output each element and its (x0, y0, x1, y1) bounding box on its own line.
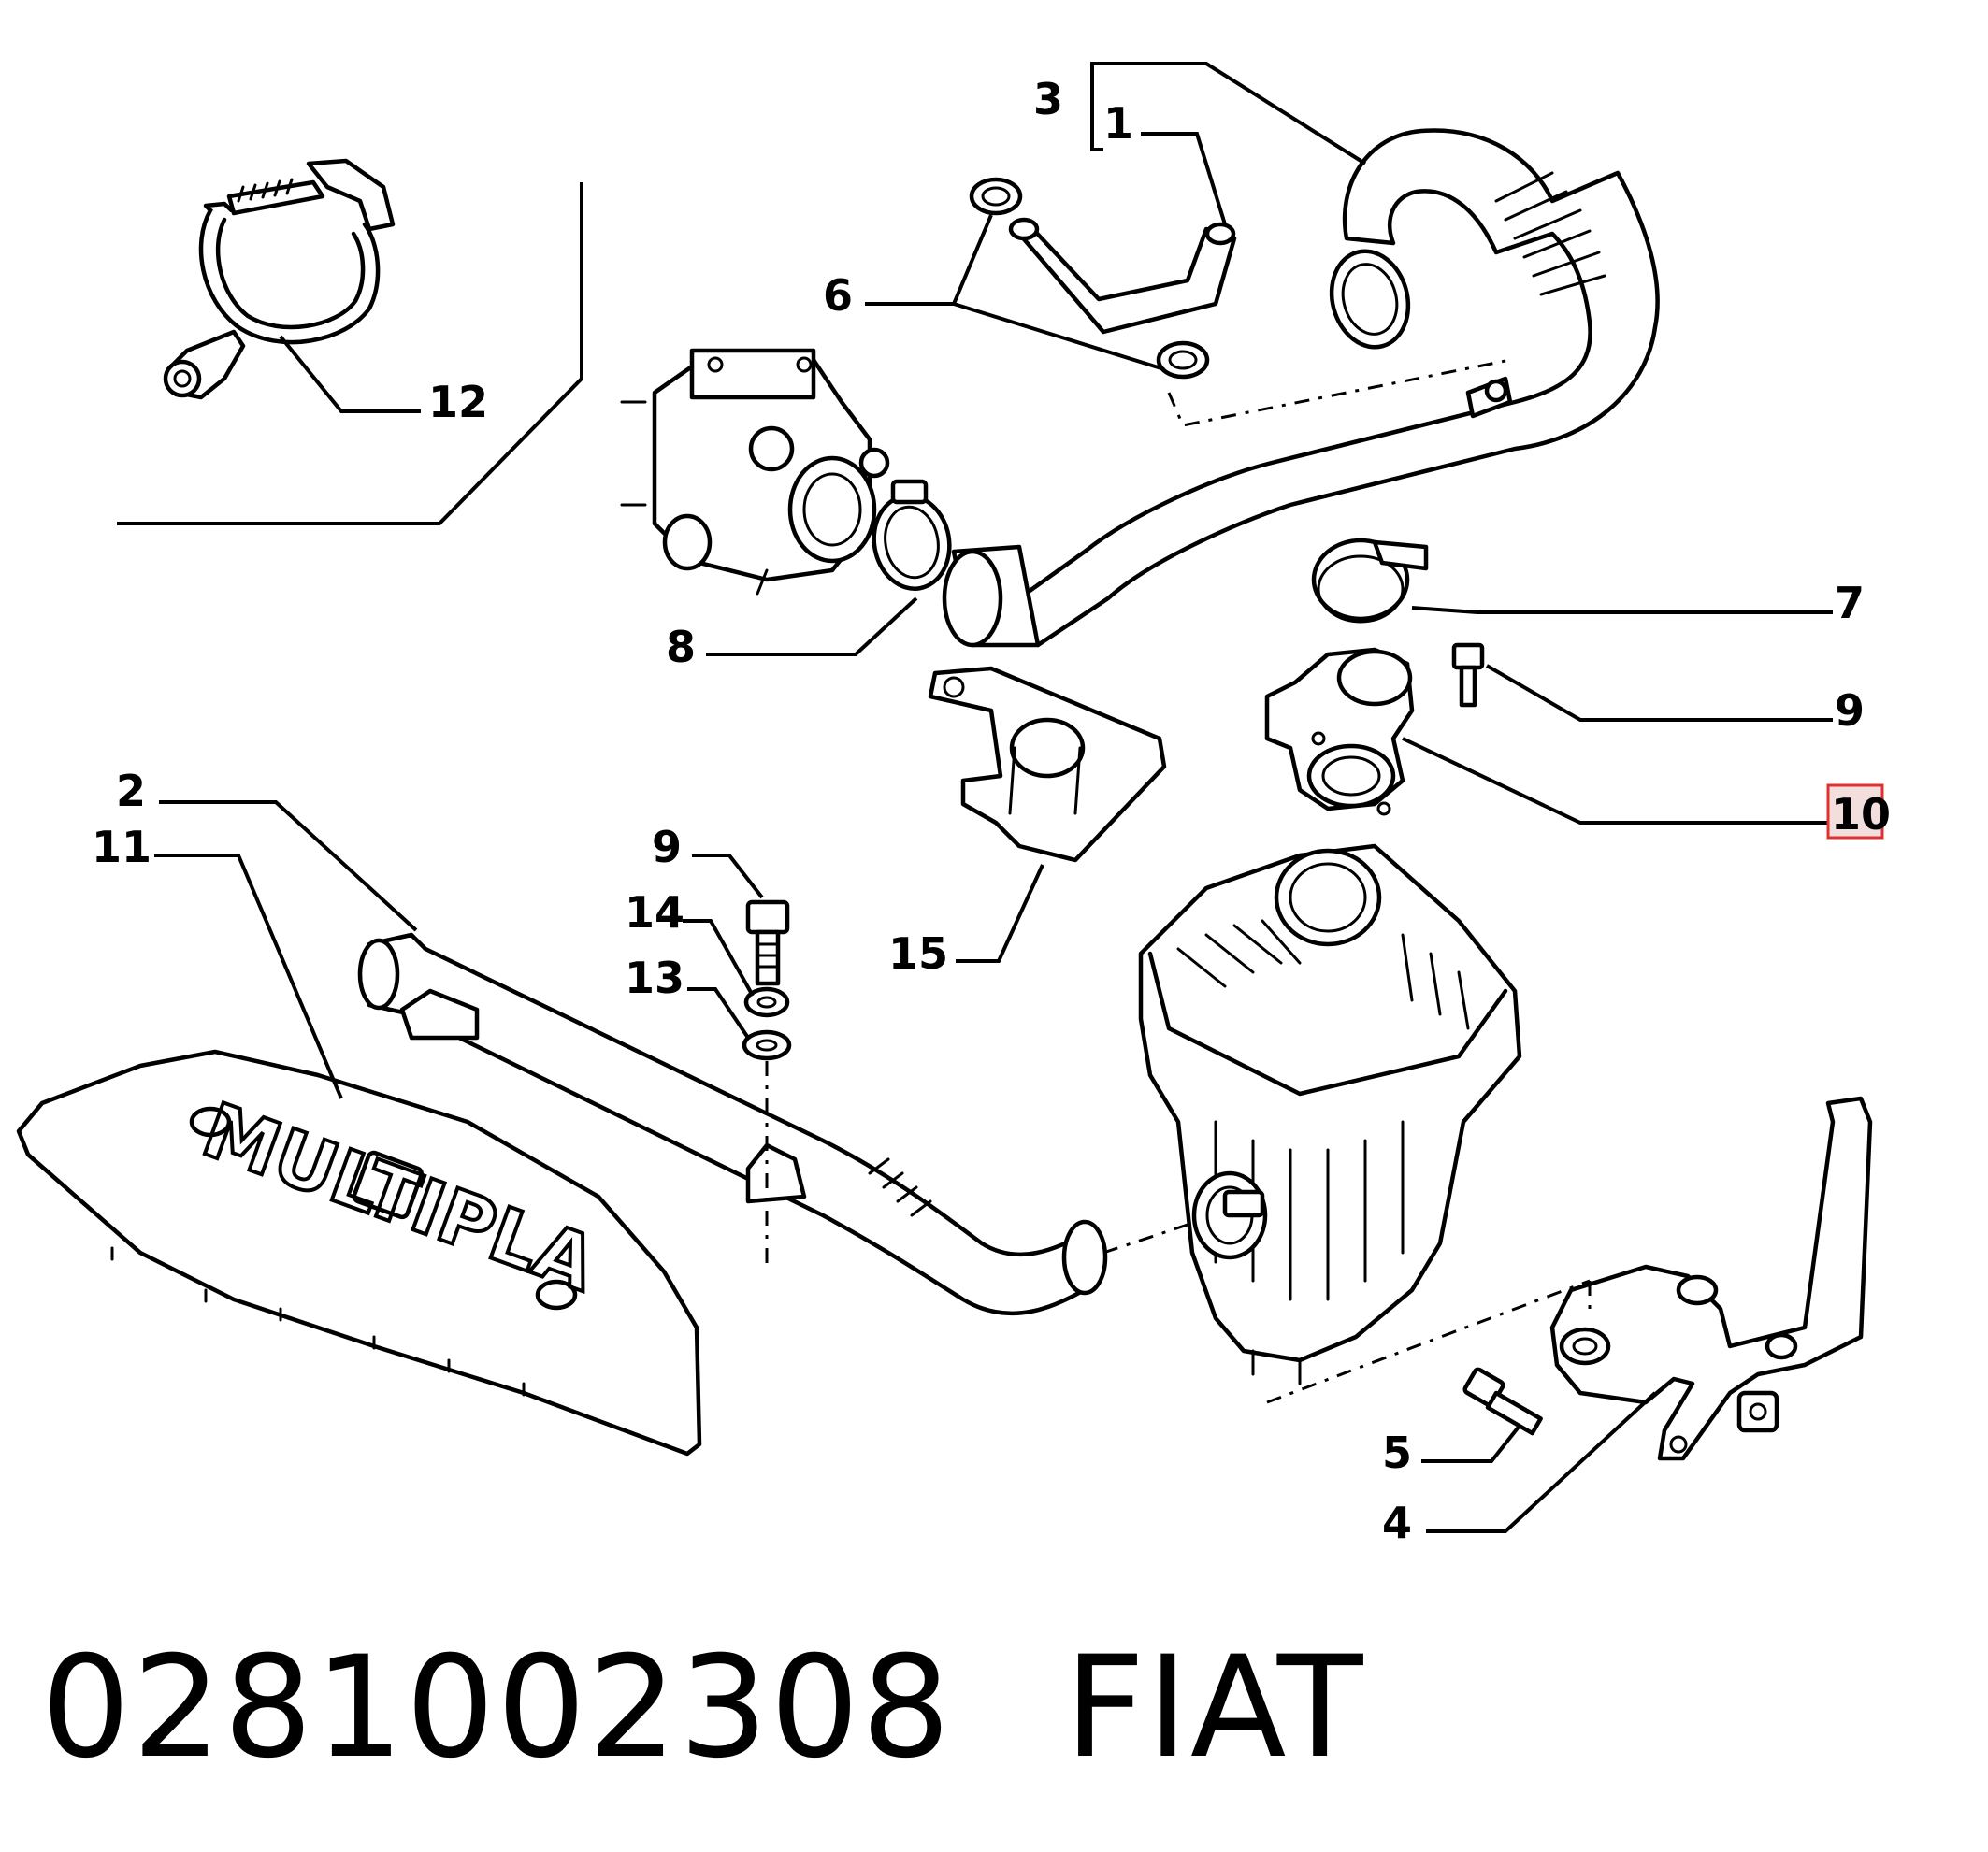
part-2-intake-pipe (357, 932, 1108, 1315)
callout-10-highlight (1826, 783, 1884, 840)
part-3-hose-end (942, 544, 1041, 648)
callout-9-lower: 9 (652, 822, 682, 872)
leader-4 (1426, 1391, 1657, 1533)
leader-13 (687, 987, 750, 1040)
part-10-air-duct-elbow (1264, 647, 1415, 816)
part-12-clamp-bracket (163, 158, 396, 400)
part-6-small-clamps (969, 177, 1210, 380)
part-air-filter-housing (1138, 843, 1522, 1385)
part-number: 0281002308 (41, 1627, 953, 1789)
part-11-engine-cover: MULTIPLA (16, 1049, 702, 1457)
leader-3 (1103, 62, 1367, 165)
dash-filter-bracket (1266, 1279, 1592, 1404)
footer: 0281002308 FIAT (41, 1627, 1364, 1789)
leader-9-lower (692, 854, 764, 899)
part-4-support-bracket (1549, 1096, 1873, 1461)
callout-9-upper: 9 (1835, 685, 1865, 736)
callout-12: 12 (428, 377, 488, 427)
callout-6: 6 (823, 270, 853, 321)
part-14-spring-washer (743, 986, 790, 1018)
part-1-small-hose (1008, 217, 1237, 335)
leader-15 (956, 864, 1044, 963)
leader-2 (159, 800, 418, 932)
leader-5 (1421, 1424, 1521, 1463)
leader-12 (279, 335, 421, 413)
dash-6 (1167, 358, 1511, 427)
callout-5: 5 (1382, 1428, 1412, 1478)
part-3-corrugated-hose (1016, 128, 1660, 648)
leader-10 (1402, 737, 1828, 825)
callout-2: 2 (116, 766, 146, 816)
part-15-mounting-bracket (928, 666, 1167, 863)
part-7-clamp (1311, 538, 1429, 624)
callout-7: 7 (1835, 578, 1865, 628)
callout-14: 14 (625, 887, 684, 938)
callout-15: 15 (888, 928, 948, 979)
callout-13: 13 (625, 953, 684, 1003)
part-9-bolt-upper (1451, 642, 1485, 708)
part-8-clamp (872, 479, 952, 591)
brand-name: FIAT (1064, 1627, 1365, 1789)
callout-8: 8 (666, 622, 696, 672)
leader-6 (865, 214, 1165, 371)
leader-9-upper (1485, 664, 1833, 722)
separator-line (117, 182, 583, 525)
part-9-bolt-lower (745, 899, 790, 986)
callout-11: 11 (92, 822, 151, 872)
leader-1 (1141, 132, 1227, 225)
part-throttle-body (620, 348, 890, 596)
callout-10: 10 (1831, 789, 1891, 840)
callout-4: 4 (1382, 1498, 1412, 1548)
callout-3: 3 (1033, 74, 1063, 124)
leader-11 (154, 854, 343, 1099)
part-5-bolt (1462, 1367, 1543, 1436)
leader-8 (706, 596, 918, 656)
leader-14 (683, 919, 755, 997)
leader-7 (1411, 606, 1833, 614)
callout-1: 1 (1103, 98, 1133, 149)
bracket-3-1 (1090, 62, 1103, 151)
part-13-washer (742, 1029, 792, 1061)
